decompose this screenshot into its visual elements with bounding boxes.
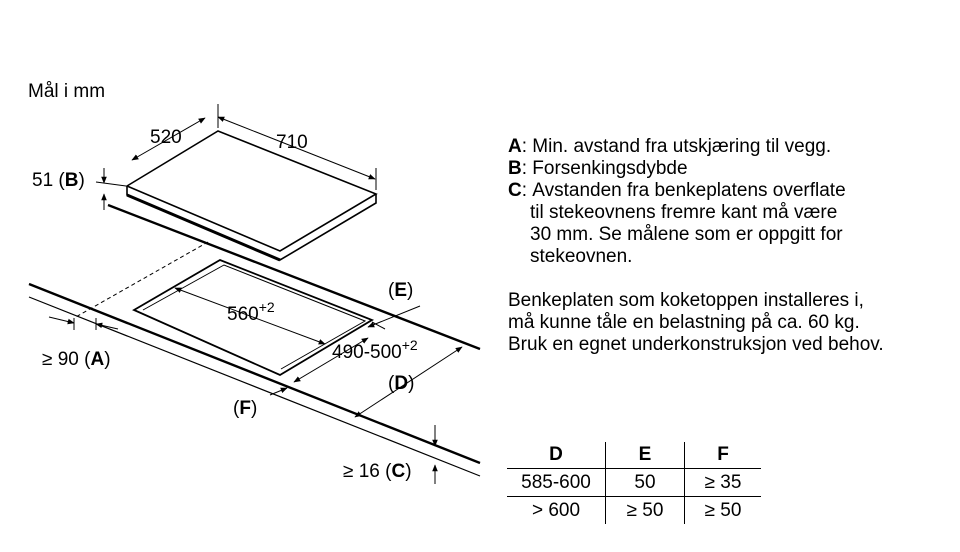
- load-note: Benkeplaten som koketoppen installeres i…: [508, 290, 884, 356]
- legend-item-a: A: Min. avstand fra utskjæring til vegg.: [508, 136, 832, 157]
- table-cell: ≥ 35: [684, 468, 761, 497]
- table-header-row: D E F: [507, 442, 761, 469]
- table-cell: > 600: [507, 496, 606, 524]
- c-dimension-label: ≥ 16 (C): [343, 461, 412, 482]
- note-line-1: Benkeplaten som koketoppen installeres i…: [508, 290, 864, 311]
- legend-item-c-line-4: stekeovnen.: [530, 246, 633, 267]
- table-cell: 50: [605, 468, 685, 497]
- depth-label: 520: [150, 127, 182, 148]
- table-row: > 600 ≥ 50 ≥ 50: [507, 496, 761, 524]
- projection-dashed-line: [73, 241, 209, 319]
- countertop-outline: [28, 203, 481, 477]
- width-label: 710: [276, 132, 308, 153]
- table-header-d: D: [549, 444, 563, 465]
- b-dimension-label: 51 (B): [32, 170, 85, 191]
- a-dimension-label: ≥ 90 (A): [42, 349, 111, 370]
- table-row: 585-600 50 ≥ 35: [507, 468, 761, 497]
- legend-item-b: B: Forsenkingsdybde: [508, 158, 688, 179]
- note-line-2: må kunne tåle en belastning på ca. 60 kg…: [508, 312, 860, 333]
- legend-item-c-line-2: til stekeovnens fremre kant må være: [530, 202, 838, 223]
- cutout-width-label: 560+2: [227, 299, 275, 325]
- table-cell: 585-600: [507, 468, 606, 497]
- legend-item-c: C: Avstanden fra benkeplatens overflate: [508, 180, 846, 201]
- table-header-e: E: [605, 442, 685, 469]
- cooktop-outline: [125, 130, 378, 262]
- f-label: (F): [233, 398, 257, 419]
- legend-item-c-line-3: 30 mm. Se målene som er oppgitt for: [530, 224, 843, 245]
- dimension-lines: [48, 104, 463, 484]
- table-header-f: F: [684, 442, 761, 469]
- note-line-3: Bruk en egnet underkonstruksjon ved beho…: [508, 334, 884, 355]
- dimension-table: D E F 585-600 50 ≥ 35 > 600 ≥ 50 ≥ 50: [507, 442, 761, 524]
- e-label: (E): [388, 280, 413, 301]
- unit-label: Mål i mm: [28, 81, 106, 102]
- d-label: (D): [388, 373, 414, 394]
- table-cell: ≥ 50: [605, 496, 685, 524]
- cutout-depth-label: 490-500+2: [332, 337, 418, 363]
- table-cell: ≥ 50: [684, 496, 761, 524]
- legend: A: Min. avstand fra utskjæring til vegg.…: [508, 136, 846, 268]
